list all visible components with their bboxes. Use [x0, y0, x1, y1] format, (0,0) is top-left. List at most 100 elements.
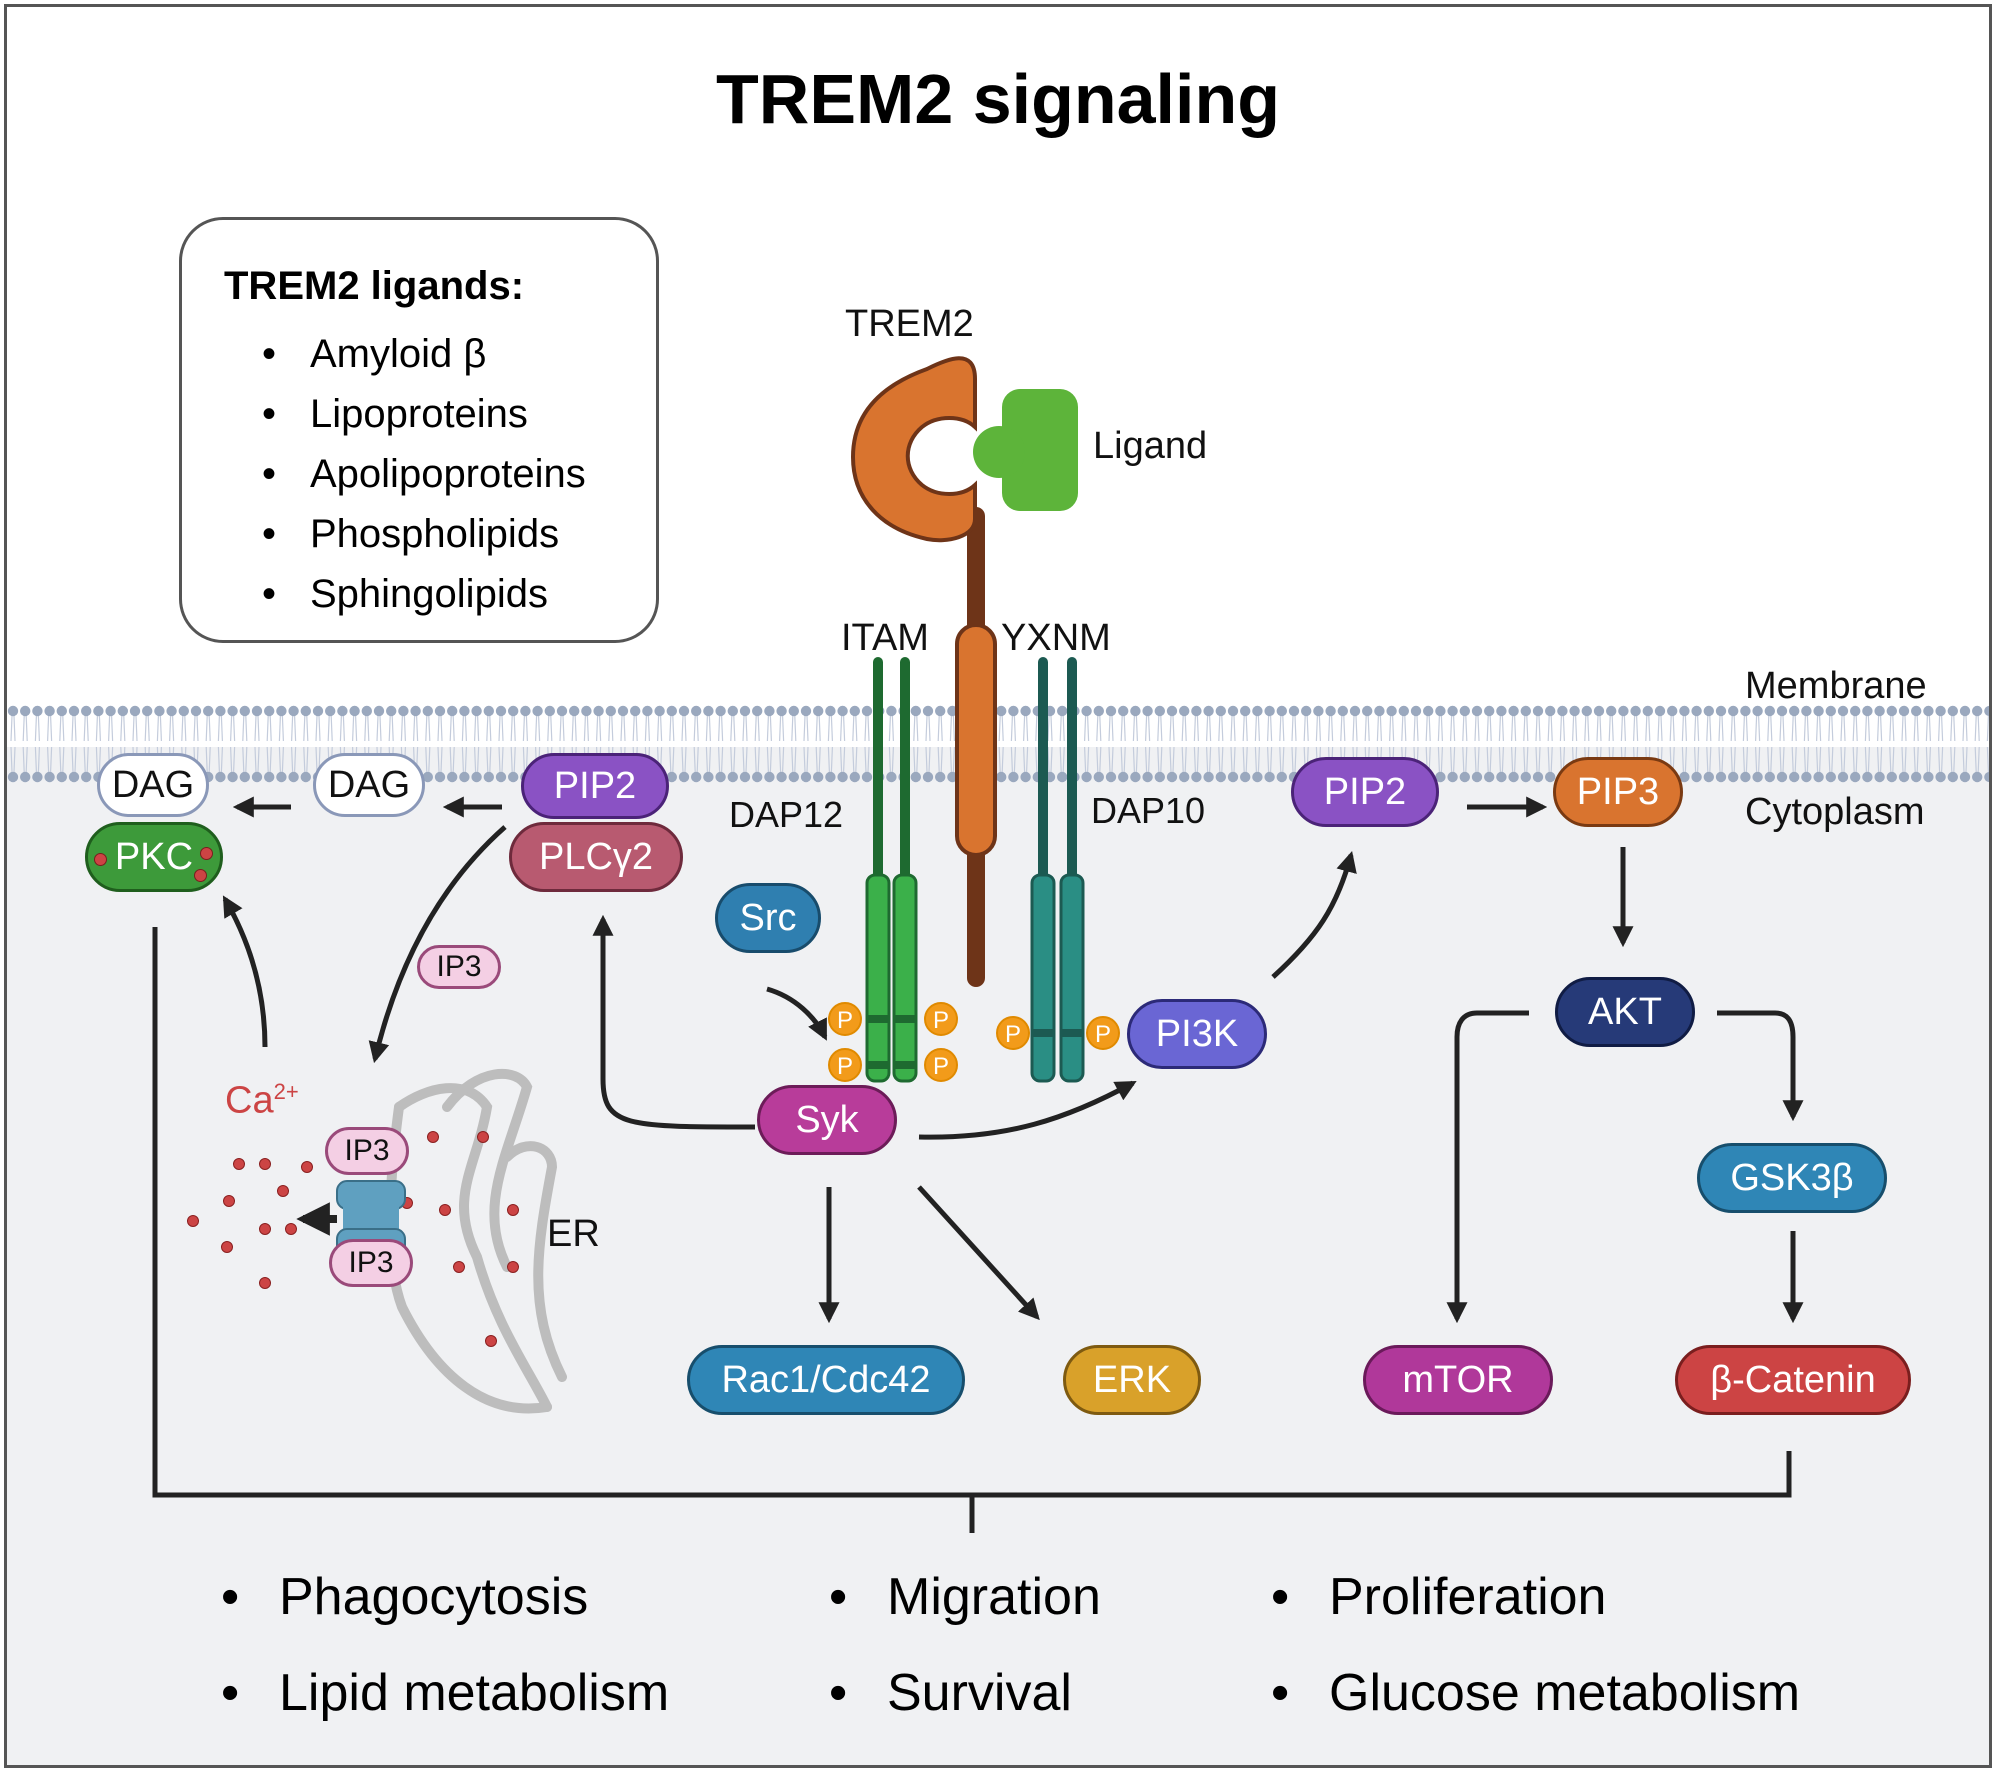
lipid-tail: [1489, 746, 1492, 773]
lipid-tail: [855, 715, 858, 742]
plcg2-node[interactable]: PLCγ2: [509, 822, 683, 892]
lipid-tail: [59, 715, 62, 742]
lipid-head: [44, 771, 55, 783]
lipid-tail: [10, 715, 13, 742]
lipid-tail: [852, 715, 855, 742]
lipid-tail: [1730, 715, 1733, 742]
lipid-tail: [1254, 715, 1257, 742]
lipid-tail: [306, 746, 309, 773]
lipid-tail: [1462, 746, 1465, 773]
lipid-head: [1837, 705, 1849, 717]
lipid-head: [1972, 771, 1983, 783]
lipid-head: [32, 771, 43, 783]
lipid-tail: [830, 746, 833, 773]
lipid-tail: [1779, 746, 1782, 773]
lipid-tail: [1270, 715, 1273, 742]
ip3-node-bottom[interactable]: IP3: [329, 1239, 413, 1287]
lipid-tail: [1282, 746, 1285, 773]
lipid-head: [703, 705, 714, 717]
lipid-tail: [266, 715, 269, 742]
lipid-head: [251, 705, 263, 717]
lipid-head: [1825, 771, 1837, 783]
dag-node-left[interactable]: DAG: [97, 753, 209, 817]
lipid-head: [129, 705, 141, 717]
lipid-tail: [1474, 715, 1477, 742]
cytoplasm-label: Cytoplasm: [1745, 791, 1925, 833]
lipid-head: [1093, 771, 1105, 783]
rac1-cdc42-node[interactable]: Rac1/Cdc42: [687, 1345, 965, 1415]
lipid-tail: [1767, 746, 1770, 773]
mtor-node[interactable]: mTOR: [1363, 1345, 1553, 1415]
lipid-tail: [1965, 746, 1968, 773]
lipid-tail: [1791, 715, 1794, 742]
lipid-tail: [693, 746, 696, 773]
pkc-node[interactable]: PKC: [85, 822, 223, 892]
lipid-tail: [998, 746, 1001, 773]
lipid-tail: [766, 715, 769, 742]
lipid-tail: [98, 746, 101, 773]
lipid-tail: [721, 715, 724, 742]
arrow-pip2-to-ip3: [368, 825, 507, 1064]
akt-node[interactable]: AKT: [1555, 977, 1695, 1047]
lipid-tail: [1523, 715, 1526, 742]
lipid-tail: [1440, 746, 1443, 773]
lipid-tail: [1084, 715, 1087, 742]
beta-catenin-node[interactable]: β-Catenin: [1675, 1345, 1911, 1415]
lipid-tail: [913, 715, 916, 742]
lipid-head: [825, 771, 836, 783]
arrow-ca-to-pkc: [222, 895, 268, 1048]
pip2-node-right[interactable]: PIP2: [1291, 757, 1439, 827]
trem2-label: TREM2: [845, 303, 974, 345]
lipid-head: [800, 771, 812, 783]
src-node[interactable]: Src: [715, 883, 821, 953]
lipid-tail: [1928, 715, 1931, 742]
phosphate-label: P: [837, 1007, 853, 1034]
lipid-head: [1447, 705, 1458, 717]
calcium-ion: [507, 1261, 519, 1273]
lipid-tail: [425, 715, 428, 742]
pip2-node-left[interactable]: PIP2: [521, 753, 669, 819]
lipid-tail: [428, 715, 431, 742]
lipid-tail: [827, 715, 830, 742]
outcome-item: Glucose metabolism: [1271, 1663, 1800, 1723]
pip3-node[interactable]: PIP3: [1553, 757, 1683, 827]
gsk3b-node[interactable]: GSK3β: [1697, 1143, 1887, 1213]
lipid-tail: [352, 715, 355, 742]
lipid-tail: [1684, 715, 1687, 742]
lipid-tail: [1843, 746, 1846, 773]
lipid-tail: [1282, 715, 1285, 742]
lipid-tail: [416, 715, 419, 742]
lipid-head: [1862, 705, 1873, 717]
lipid-tail: [864, 715, 867, 742]
lipid-head: [642, 705, 653, 717]
lipid-tail: [1148, 746, 1151, 773]
lipid-tail: [644, 715, 647, 742]
lipid-head: [495, 771, 507, 783]
ip3-node-free[interactable]: IP3: [417, 945, 501, 989]
lipid-tail: [1279, 715, 1282, 742]
lipid-tail: [278, 715, 281, 742]
lipid-tail: [745, 715, 748, 742]
dag-node-right[interactable]: DAG: [313, 753, 425, 817]
lipid-head: [20, 705, 31, 717]
ip3-node-top[interactable]: IP3: [325, 1127, 409, 1175]
lipid-head: [788, 705, 799, 717]
lipid-head: [1898, 771, 1910, 783]
lipid-tail: [486, 746, 489, 773]
lipid-tail: [840, 715, 843, 742]
lipid-tail: [1880, 746, 1883, 773]
outcome-item: Phagocytosis: [221, 1567, 588, 1627]
lipid-head: [715, 771, 726, 783]
lipid-tail: [672, 746, 675, 773]
arrow-src-to-itam: [766, 986, 828, 1041]
syk-node[interactable]: Syk: [757, 1085, 897, 1155]
lipid-tail: [1514, 715, 1517, 742]
lipid-tail: [1096, 746, 1099, 773]
lipid-tail: [1184, 715, 1187, 742]
lipid-head: [1484, 705, 1495, 717]
lipid-head: [227, 771, 238, 783]
pi3k-node[interactable]: PI3K: [1127, 999, 1267, 1069]
erk-node[interactable]: ERK: [1063, 1345, 1201, 1415]
lipid-tail: [916, 746, 919, 773]
lipid-tail: [742, 746, 745, 773]
